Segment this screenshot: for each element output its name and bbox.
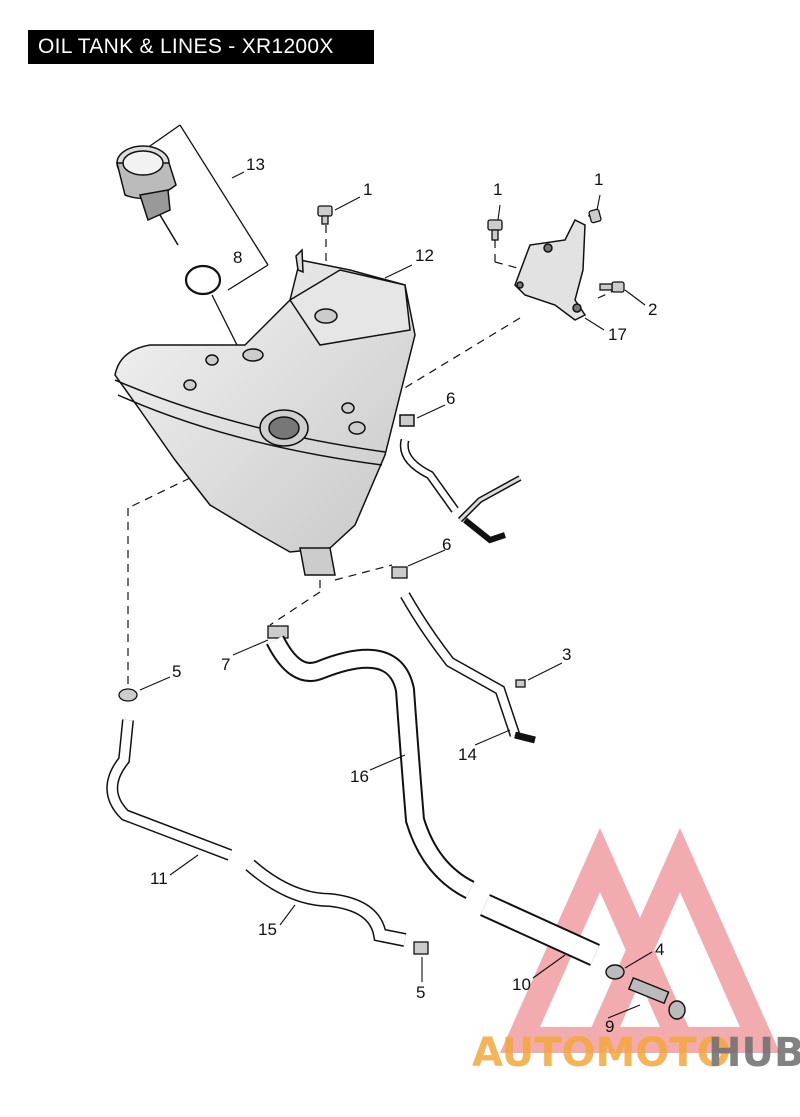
callout-5: 5 [172, 662, 181, 681]
callout-8: 8 [233, 248, 242, 267]
filler-cap [116, 145, 179, 246]
callout-16: 16 [350, 767, 369, 786]
callout-5: 5 [416, 983, 425, 1002]
callout-1: 1 [594, 170, 603, 189]
callout-9: 9 [605, 1017, 614, 1036]
watermark-text: AUTOMOTO HUB [472, 1030, 800, 1076]
callout-17: 17 [608, 325, 627, 344]
o-ring [184, 264, 222, 296]
hose-14 [400, 592, 536, 744]
callout-6: 6 [446, 389, 455, 408]
callout-10: 10 [512, 975, 531, 994]
hose-clamp [267, 625, 289, 639]
hose-clamp [391, 566, 408, 579]
hose-15 [245, 859, 407, 947]
hose-clamp [118, 688, 138, 702]
callout-11: 11 [150, 869, 168, 888]
drain-fitting [605, 964, 686, 1020]
oil-tank [114, 248, 416, 576]
svg-text:HUB: HUB [708, 1030, 800, 1076]
hose-11 [106, 719, 233, 861]
callout-3: 3 [562, 645, 571, 664]
svg-text:AUTOMOTO: AUTOMOTO [472, 1030, 731, 1076]
callout-6: 6 [442, 535, 451, 554]
callout-1: 1 [363, 180, 372, 199]
callout-4: 4 [655, 940, 664, 959]
mount-bracket [514, 218, 587, 321]
callout-15: 15 [258, 920, 277, 939]
callout-14: 14 [458, 745, 477, 764]
page-title: OIL TANK & LINES - XR1200X [28, 30, 374, 64]
vent-line [399, 414, 522, 544]
hose-clamp [413, 941, 429, 955]
hose-16 [266, 635, 475, 899]
callout-13: 13 [246, 155, 265, 174]
callout-1: 1 [493, 180, 502, 199]
hose-10 [480, 894, 600, 966]
callout-7: 7 [221, 655, 230, 674]
callout-12: 12 [415, 246, 434, 265]
callout-2: 2 [648, 300, 657, 319]
bolt [317, 205, 625, 688]
